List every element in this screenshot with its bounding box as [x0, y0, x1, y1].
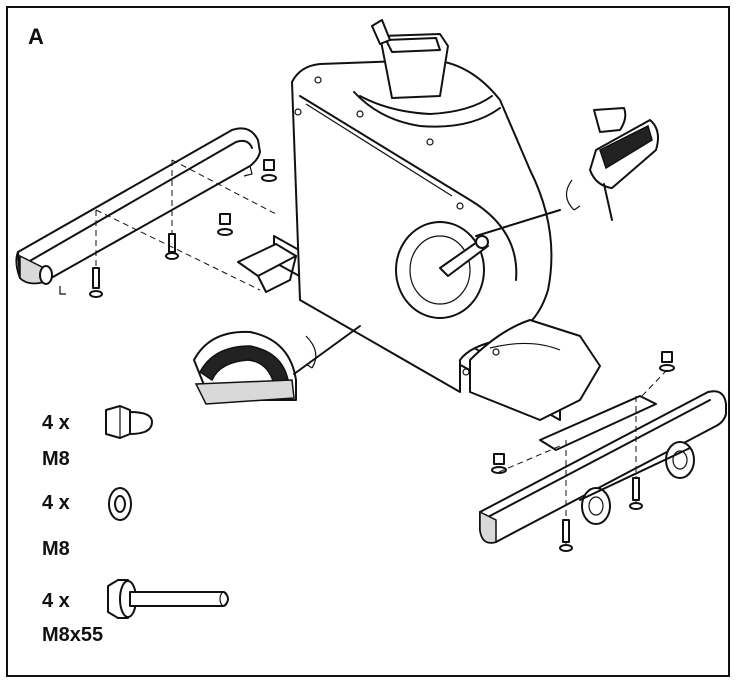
rear-stabilizer	[479, 390, 727, 544]
part-3-spec: M8x55	[42, 624, 104, 646]
part-3-qty: 4 x	[42, 590, 70, 612]
cap-nut-icon	[105, 405, 153, 439]
part-1-qty: 4 x	[42, 412, 70, 434]
part-1-spec: M8	[42, 448, 70, 470]
bike-main-frame	[273, 19, 601, 421]
rear-mount-plate	[539, 395, 657, 451]
step-label: A	[28, 24, 44, 49]
washer-icon	[108, 487, 132, 521]
part-2-qty: 4 x	[42, 492, 70, 514]
front-stabilizer-bolts	[89, 160, 179, 298]
right-pedal	[565, 107, 659, 221]
front-nuts	[217, 159, 277, 236]
left-pedal	[193, 325, 361, 405]
front-stabilizer	[15, 127, 261, 295]
front-mount-plate	[237, 243, 297, 293]
rear-fasteners	[491, 351, 675, 552]
bolt-icon	[107, 579, 229, 619]
part-2-spec: M8	[42, 538, 70, 560]
diagram-frame	[6, 6, 730, 677]
